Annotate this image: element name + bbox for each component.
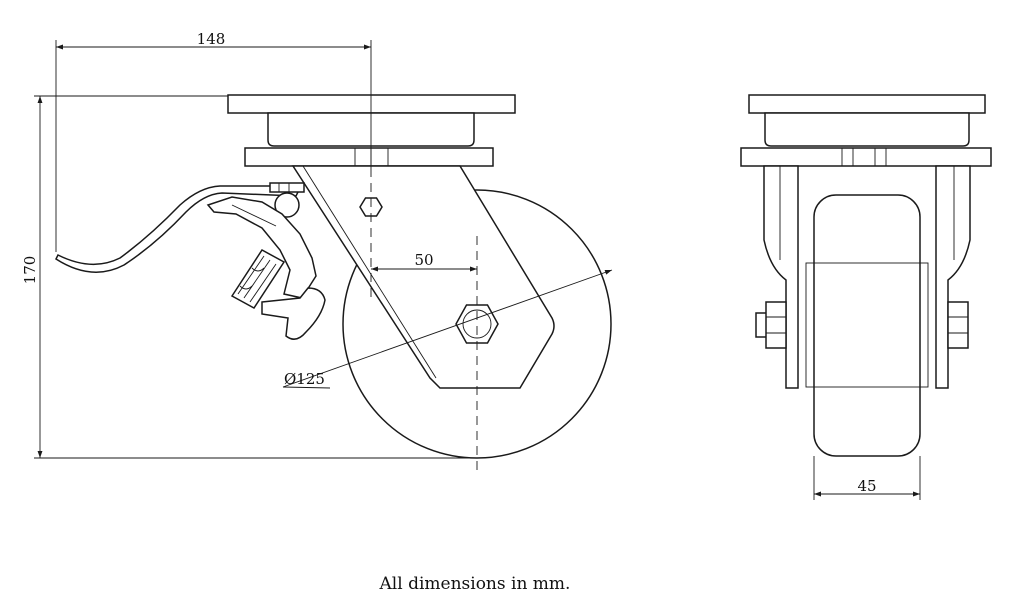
front-axle-nut-right [947,301,969,349]
dim-overall-height: 170 [21,256,39,285]
dim-wheel-width: 45 [857,477,876,495]
front-top-plate [748,94,986,114]
side-dimensions [34,40,477,459]
caption: All dimensions in mm. [379,574,571,594]
side-brake-lever [55,185,302,273]
side-top-plate [227,94,516,114]
front-hub [805,262,929,388]
front-fork-left [763,165,799,389]
front-bearing-ring [764,112,970,147]
dim-overall-length: 148 [197,30,226,48]
side-diameter-leader [282,269,613,388]
side-brake-pad [230,249,286,309]
side-brake-pivot [274,192,300,218]
front-flange [740,147,992,167]
front-view [740,94,992,500]
side-view [55,94,613,470]
side-brake-foot [261,287,326,340]
dim-swivel-offset: 50 [414,251,433,269]
front-fork-right [935,165,971,389]
dim-wheel-diameter: Ø125 [284,370,325,388]
side-flange [244,147,494,167]
front-wheel [813,194,921,457]
